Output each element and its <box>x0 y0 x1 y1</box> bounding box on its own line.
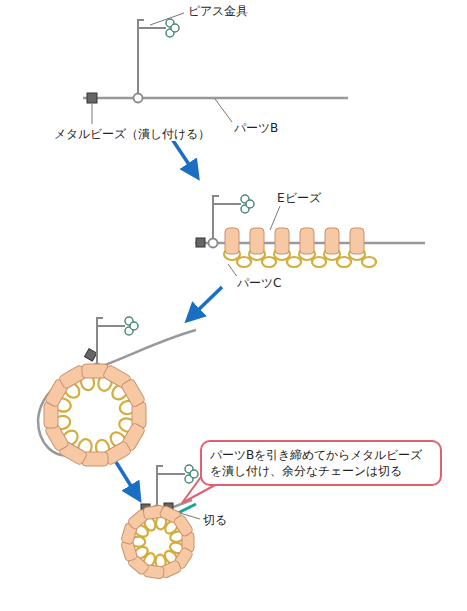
leader-line <box>215 99 232 122</box>
earring-hook <box>213 196 219 239</box>
chain-link <box>237 257 251 267</box>
e-bead <box>250 228 264 254</box>
e-bead <box>300 228 314 254</box>
chain-link <box>312 257 326 267</box>
part-label: Eビーズ <box>276 191 322 205</box>
part-label: ピアス金具 <box>187 4 249 18</box>
e-bead <box>350 228 364 254</box>
earring-hook <box>157 466 163 506</box>
chain-link <box>337 257 351 267</box>
callout-text: パーツBを引き締めてからメタルビーズを潰し付け、余分なチェーンは切る <box>210 447 432 479</box>
e-bead <box>225 228 239 254</box>
ear-nut <box>171 24 179 32</box>
ring <box>209 239 218 248</box>
ring <box>134 94 143 103</box>
wire <box>83 97 348 100</box>
earring-post <box>213 203 241 205</box>
earring-post <box>138 27 166 29</box>
metal-bead <box>85 349 97 361</box>
ear-nut <box>130 322 138 330</box>
e-bead <box>325 228 339 254</box>
note-label: 切る <box>202 513 228 527</box>
earring-post <box>157 473 185 475</box>
chain-link <box>287 257 301 267</box>
metal-bead <box>196 238 205 247</box>
earring-post <box>97 325 125 327</box>
leader-line <box>92 104 93 124</box>
chain-link <box>262 257 276 267</box>
earring-hook <box>138 20 144 94</box>
metal-bead <box>87 93 97 103</box>
callout-box: パーツBを引き締めてからメタルビーズを潰し付け、余分なチェーンは切る <box>200 440 442 486</box>
ear-nut <box>246 200 254 208</box>
e-bead <box>121 378 146 408</box>
leader-line <box>270 206 280 230</box>
part-label: メタルビーズ（潰し付ける） <box>53 127 211 141</box>
e-bead <box>275 228 289 254</box>
part-label: パーツC <box>236 276 282 290</box>
part-label: パーツB <box>233 121 279 135</box>
step-arrow <box>116 462 136 494</box>
earring-hook <box>97 318 103 364</box>
step-arrow <box>192 287 222 316</box>
e-bead <box>173 514 194 537</box>
wire <box>97 330 196 368</box>
chain-link <box>362 257 376 267</box>
ear-nut <box>190 470 198 478</box>
